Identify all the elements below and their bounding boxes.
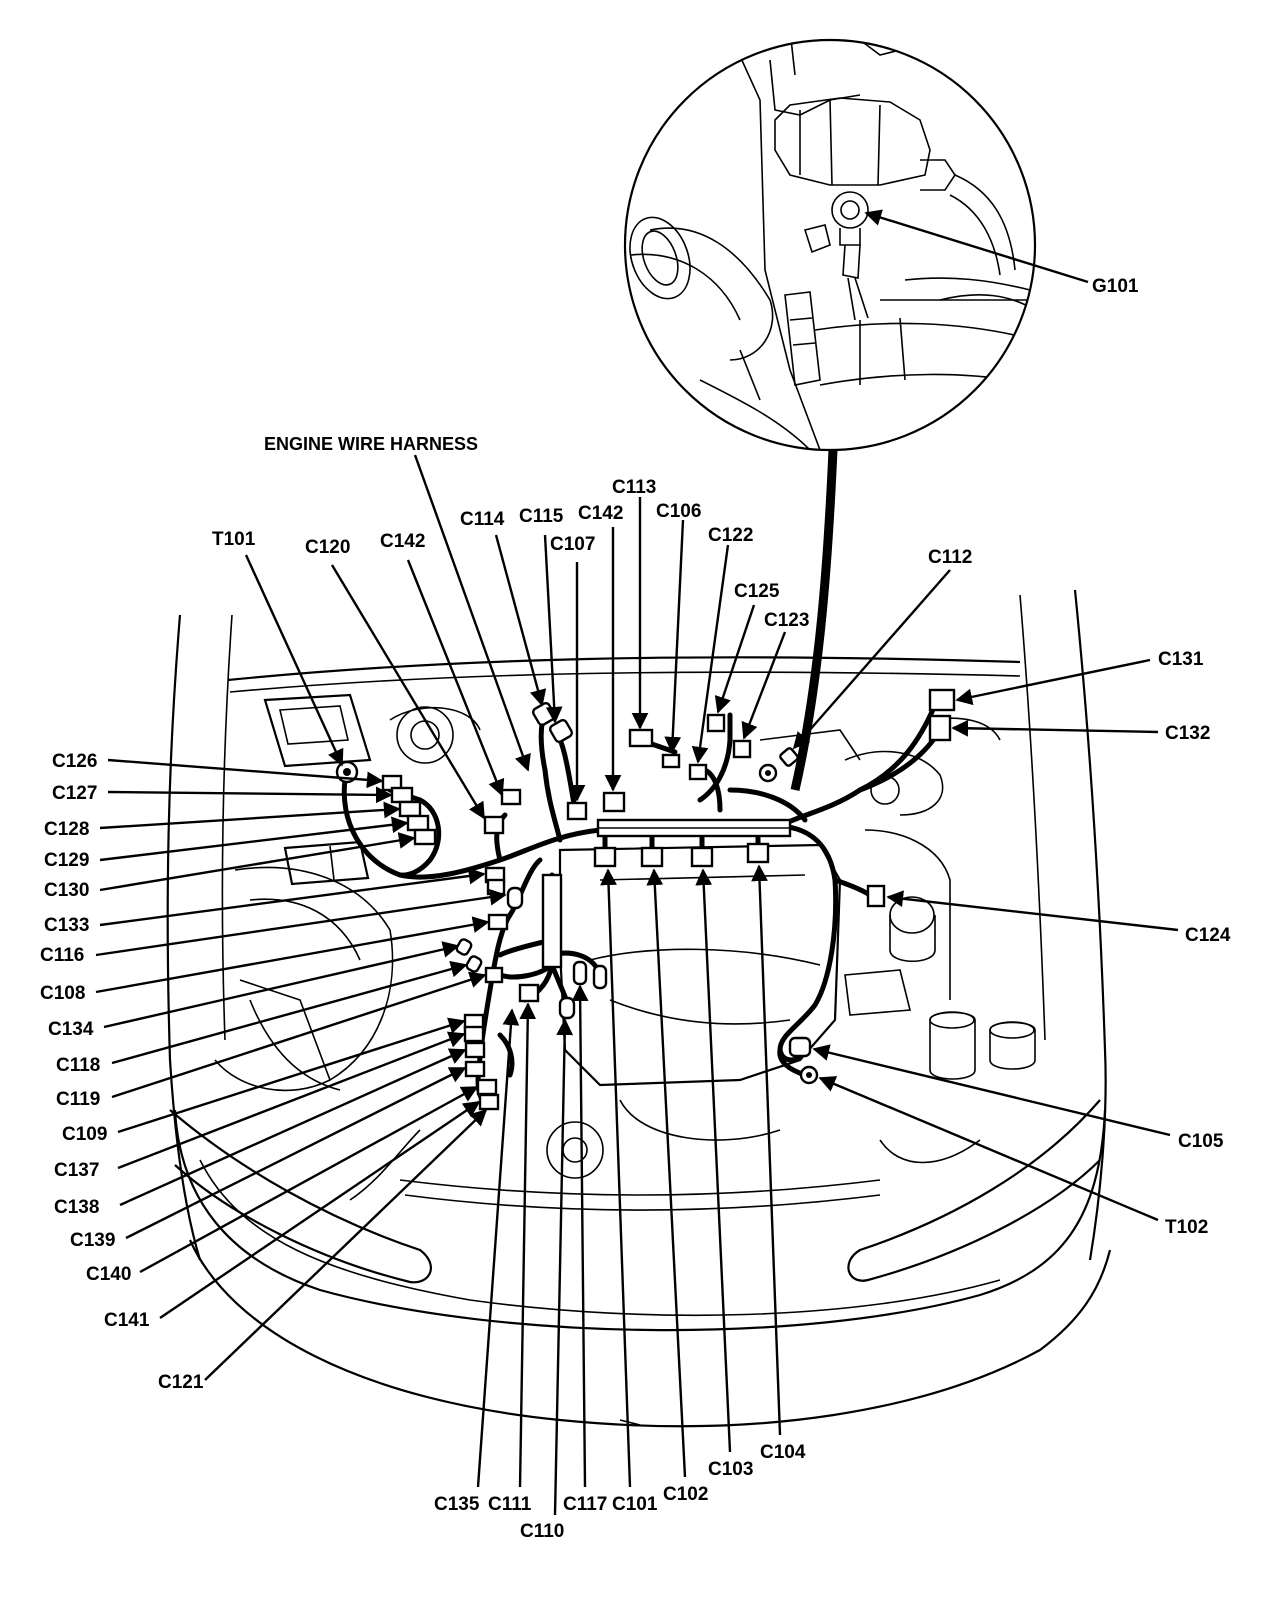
- label-c105: C105: [1178, 1131, 1224, 1152]
- label-c140: C140: [86, 1264, 131, 1285]
- label-c103: C103: [708, 1459, 753, 1480]
- diagram-title: ENGINE WIRE HARNESS: [264, 434, 478, 454]
- label-c120: C120: [305, 537, 350, 558]
- label-c117: C117: [563, 1494, 607, 1515]
- label-c119: C119: [56, 1089, 100, 1110]
- label-c142-left: C142: [380, 531, 425, 552]
- label-c127: C127: [52, 783, 97, 804]
- label-c137: C137: [54, 1160, 99, 1181]
- label-c133: C133: [44, 915, 89, 936]
- label-t102: T102: [1165, 1217, 1208, 1238]
- label-c101: C101: [612, 1494, 658, 1515]
- label-c126: C126: [52, 751, 97, 772]
- label-c108: C108: [40, 983, 85, 1004]
- label-c109: C109: [62, 1124, 107, 1145]
- label-c134: C134: [48, 1019, 94, 1040]
- label-c107: C107: [550, 534, 595, 555]
- leader-lines: [95, 209, 1179, 1516]
- label-c139: C139: [70, 1230, 115, 1251]
- label-c125: C125: [734, 581, 780, 602]
- label-c130: C130: [44, 880, 89, 901]
- label-t101: T101: [212, 529, 256, 550]
- engine-bay-outline: [166, 589, 1112, 1428]
- label-c104: C104: [760, 1442, 806, 1463]
- label-c128: C128: [44, 819, 89, 840]
- ground-detail-inset: [623, 38, 1037, 791]
- label-c131: C131: [1158, 649, 1204, 670]
- label-c115: C115: [519, 506, 564, 527]
- fuel-rail: [596, 818, 792, 838]
- label-c113: C113: [612, 477, 656, 498]
- label-c132: C132: [1165, 723, 1210, 744]
- label-c114: C114: [460, 509, 505, 530]
- label-c142-top: C142: [578, 503, 623, 524]
- label-c135: C135: [434, 1494, 480, 1515]
- callout-labels: ENGINE WIRE HARNESS G101 T101 C120 C142 …: [40, 276, 1231, 1542]
- label-c118: C118: [56, 1055, 100, 1076]
- label-c112: C112: [928, 547, 972, 568]
- label-c121: C121: [158, 1372, 204, 1393]
- label-c111: C111: [488, 1494, 532, 1515]
- label-c122: C122: [708, 525, 753, 546]
- label-c138: C138: [54, 1197, 99, 1218]
- label-c141: C141: [104, 1310, 150, 1331]
- label-c123: C123: [764, 610, 809, 631]
- label-c124: C124: [1185, 925, 1231, 946]
- label-c102: C102: [663, 1484, 708, 1505]
- label-c116: C116: [40, 945, 84, 966]
- label-c129: C129: [44, 850, 89, 871]
- label-c106: C106: [656, 501, 701, 522]
- label-g101: G101: [1092, 276, 1139, 297]
- label-c110: C110: [520, 1521, 564, 1542]
